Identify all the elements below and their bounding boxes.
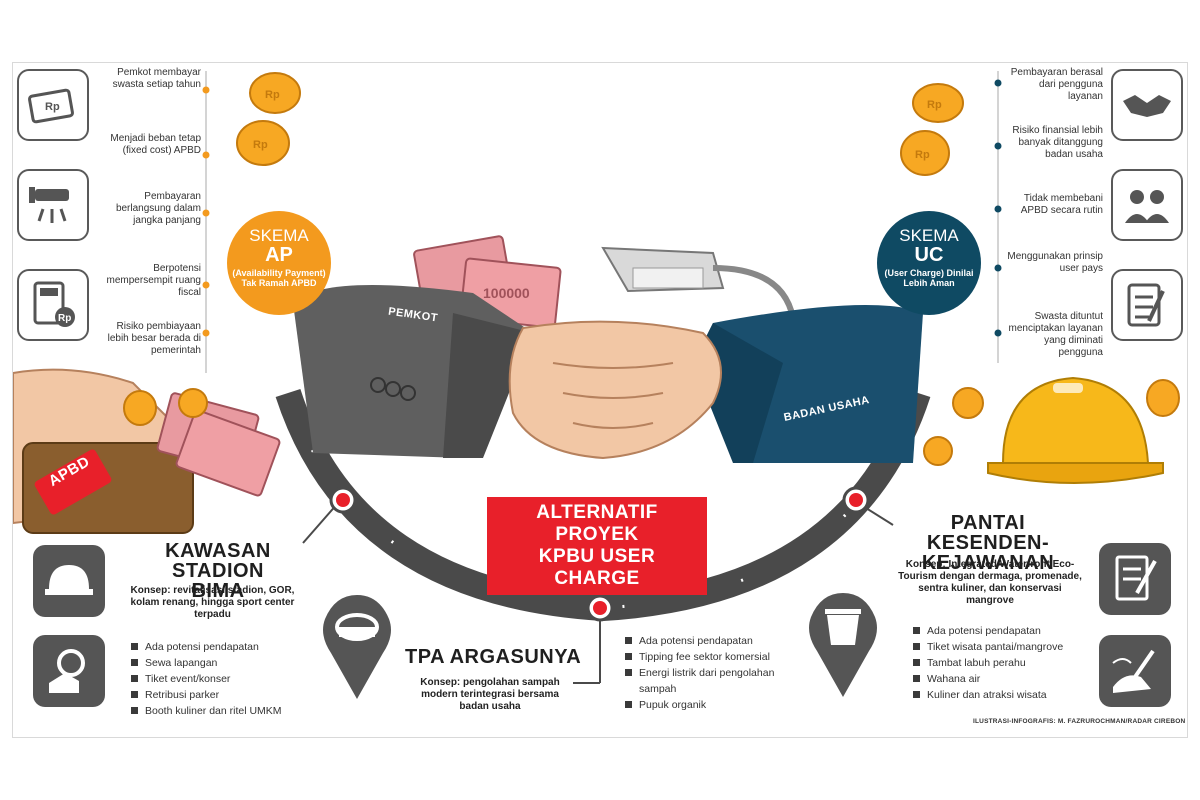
svg-text:Rp: Rp <box>253 139 268 151</box>
infographic-frame: Rp Rp Rp Rp 100000 <box>12 62 1188 738</box>
list-item: Tambat labuh perahu <box>913 655 1093 671</box>
stadium-pin-icon <box>319 591 395 701</box>
skema-ap-line1: SKEMA <box>249 226 309 245</box>
cctv-icon <box>29 187 69 223</box>
right-note-4: Menggunakan prinsip user pays <box>1007 251 1103 274</box>
pantai-concept: Konsep: Integrated Waterfront Eco-Touris… <box>898 559 1082 606</box>
tpa-concept: Konsep: pengolahan sampah modern terinte… <box>420 677 560 712</box>
list-item: Retribusi parker <box>131 687 282 703</box>
main-title-line1: ALTERNATIF PROYEK <box>536 502 658 545</box>
left-note-1: Pemkot membayar swasta setiap tahun <box>112 67 201 90</box>
stadion-title: KAWASAN STADION BIMA <box>143 541 293 601</box>
svg-text:Rp: Rp <box>915 149 930 161</box>
list-item: Sewa lapangan <box>131 655 282 671</box>
money-note-icon: Rp <box>28 88 74 124</box>
calculator-icon-box: Rp <box>17 269 89 341</box>
hard-hat-icon-box <box>33 545 105 617</box>
skema-ap-line3: (Availability Payment) Tak Ramah APBD <box>232 268 326 288</box>
illustration-credit: ILUSTRASI-INFOGRAFIS: M. FAZRUROCHMAN/RA… <box>973 718 1186 725</box>
svg-text:100000: 100000 <box>483 285 530 301</box>
handshake-icon-box <box>1111 69 1183 141</box>
checklist-icon-box <box>1111 269 1183 341</box>
skema-ap-line2: AP <box>265 244 293 266</box>
hard-hat-icon <box>45 565 93 595</box>
list-item: Tiket event/konser <box>131 671 282 687</box>
inspection-icon-box <box>33 635 105 707</box>
svg-text:Rp: Rp <box>265 89 280 101</box>
left-note-5: Risiko pembiayaan lebih besar berada di … <box>107 321 201 356</box>
handshake-icon <box>1123 95 1171 117</box>
wallet-illustration <box>13 368 281 534</box>
main-title: ALTERNATIF PROYEK KPBU USER CHARGE <box>487 497 707 595</box>
right-note-2: Risiko finansial lebih banyak ditanggung… <box>1012 125 1103 160</box>
svg-text:Rp: Rp <box>45 101 60 113</box>
list-item: Pupuk organik <box>625 697 800 713</box>
notepad-icon-box <box>1099 543 1171 615</box>
list-item: Ada potensi pendapatan <box>131 639 282 655</box>
left-note-2: Menjadi beban tetap (fixed cost) APBD <box>110 133 201 156</box>
right-note-3: Tidak membebani APBD secara rutin <box>1020 193 1103 216</box>
pantai-title: PANTAI KESENDEN- KEJAWANAN <box>893 513 1083 573</box>
stadion-concept: Konsep: revitalisasi stadion, GOR, kolam… <box>130 585 295 620</box>
skema-uc-badge: SKEMA UC (User Charge) Dinilai Lebih Ama… <box>877 211 981 315</box>
left-note-4: Berpotensi mempersempit ruang fiscal <box>106 263 201 298</box>
magnifier-hand-icon <box>49 649 85 693</box>
stadion-title-line1: KAWASAN <box>165 540 271 562</box>
list-item: Energi listrik dari pengolahan sampah <box>625 665 800 697</box>
coin-stack-left: Rp Rp <box>236 72 301 166</box>
pantai-title-line1: PANTAI KESENDEN- <box>926 512 1050 554</box>
signing-icon-box <box>1099 635 1171 707</box>
right-note-1: Pembayaran berasal dari pengguna layanan <box>1010 67 1103 102</box>
list-item: Tipping fee sektor komersial <box>625 649 800 665</box>
pantai-list: Ada potensi pendapatan Tiket wisata pant… <box>913 623 1093 703</box>
pantai-title-line2: KEJAWANAN <box>921 552 1055 574</box>
right-note-5: Swasta dituntut menciptakan layanan yang… <box>1008 311 1103 358</box>
list-item: Kuliner dan atraksi wisata <box>913 687 1093 703</box>
money-note-icon-box: Rp <box>17 69 89 141</box>
notepad-pen-icon <box>1115 555 1157 601</box>
hard-hat-illustration <box>987 376 1164 484</box>
tpa-title: TPA ARGASUNYA <box>405 646 582 668</box>
street-lamp-illustration <box>601 246 796 319</box>
recycle-bin-pin-icon <box>805 589 881 699</box>
skema-uc-line1: SKEMA <box>899 226 959 245</box>
list-item: Ada potensi pendapatan <box>913 623 1093 639</box>
users-icon <box>1125 190 1169 223</box>
tpa-list: Ada potensi pendapatan Tipping fee sekto… <box>625 633 800 713</box>
list-item: Booth kuliner dan ritel UMKM <box>131 703 282 719</box>
list-item: Ada potensi pendapatan <box>625 633 800 649</box>
main-title-line2: KPBU USER CHARGE <box>538 546 656 589</box>
users-icon-box <box>1111 169 1183 241</box>
skema-ap-badge: SKEMA AP (Availability Payment) Tak Rama… <box>227 211 331 315</box>
stadion-title-line2: STADION BIMA <box>171 560 264 602</box>
svg-text:Rp: Rp <box>927 99 942 111</box>
list-item: Wahana air <box>913 671 1093 687</box>
hand-writing-icon <box>1112 649 1155 693</box>
list-item: Tiket wisata pantai/mangrove <box>913 639 1093 655</box>
calculator-icon: Rp <box>33 281 75 327</box>
skema-uc-line2: UC <box>914 244 944 266</box>
svg-text:Rp: Rp <box>58 313 71 324</box>
stadion-list: Ada potensi pendapatan Sewa lapangan Tik… <box>131 639 282 719</box>
cctv-icon-box <box>17 169 89 241</box>
left-note-3: Pembayaran berlangsung dalam jangka panj… <box>115 191 201 226</box>
infographic-illustration: Rp Rp Rp Rp 100000 <box>13 71 1180 684</box>
checklist-icon <box>1127 283 1165 327</box>
coin-stack-right: Rp Rp <box>900 83 1180 466</box>
skema-uc-line3: (User Charge) Dinilai Lebih Aman <box>884 268 974 288</box>
